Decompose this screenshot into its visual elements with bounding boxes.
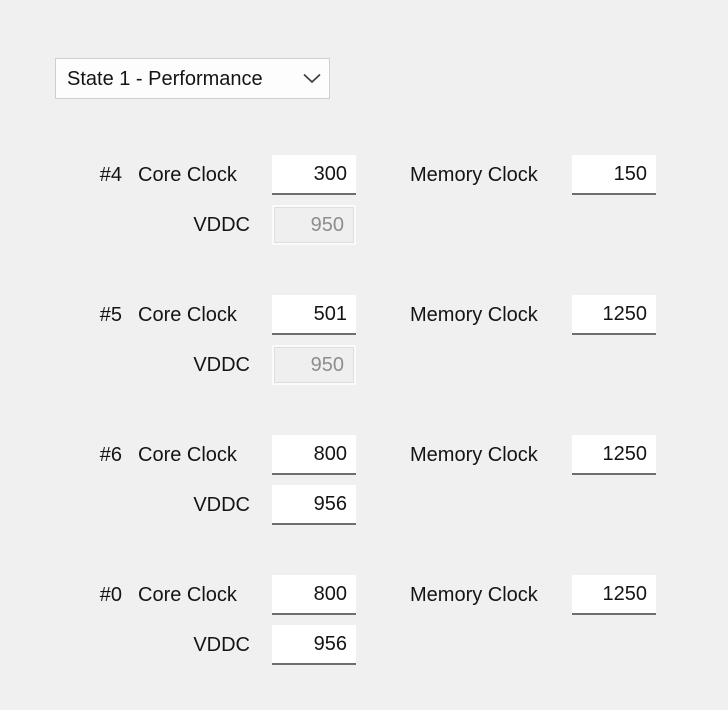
state-row-vddc-line: VDDC	[0, 205, 728, 255]
state-index-label: #6	[99, 444, 122, 466]
core-clock-label: Core Clock	[138, 164, 237, 186]
memory-clock-input[interactable]	[572, 575, 656, 615]
vddc-input[interactable]	[272, 625, 356, 665]
core-clock-input[interactable]	[272, 155, 356, 195]
state-selector-value: State 1 - Performance	[67, 67, 263, 90]
state-index-label: #0	[99, 584, 122, 606]
state-row-vddc-line: VDDC	[0, 345, 728, 395]
core-clock-label: Core Clock	[138, 584, 237, 606]
state-row: #5 Core Clock Memory Clock VDDC	[0, 290, 728, 410]
memory-clock-label: Memory Clock	[410, 164, 538, 186]
state-row-vddc-line: VDDC	[0, 625, 728, 675]
state-selector[interactable]: State 1 - Performance	[55, 58, 330, 99]
vddc-label: VDDC	[193, 634, 250, 656]
vddc-label: VDDC	[193, 214, 250, 236]
memory-clock-label: Memory Clock	[410, 444, 538, 466]
memory-clock-label: Memory Clock	[410, 584, 538, 606]
memory-clock-input[interactable]	[572, 435, 656, 475]
vddc-input	[272, 205, 356, 245]
vddc-input[interactable]	[272, 485, 356, 525]
state-index-label: #4	[99, 164, 122, 186]
memory-clock-input[interactable]	[572, 155, 656, 195]
state-row: #6 Core Clock Memory Clock VDDC	[0, 430, 728, 550]
state-row-core-line: #4 Core Clock Memory Clock	[0, 155, 728, 205]
state-row-core-line: #0 Core Clock Memory Clock	[0, 575, 728, 625]
vddc-label: VDDC	[193, 494, 250, 516]
core-clock-input[interactable]	[272, 575, 356, 615]
vddc-input	[272, 345, 356, 385]
core-clock-label: Core Clock	[138, 304, 237, 326]
core-clock-input[interactable]	[272, 295, 356, 335]
vddc-label: VDDC	[193, 354, 250, 376]
core-clock-label: Core Clock	[138, 444, 237, 466]
chevron-down-icon	[295, 73, 329, 84]
memory-clock-input[interactable]	[572, 295, 656, 335]
state-index-label: #5	[99, 304, 122, 326]
state-row-vddc-line: VDDC	[0, 485, 728, 535]
state-row-core-line: #5 Core Clock Memory Clock	[0, 295, 728, 345]
state-row-core-line: #6 Core Clock Memory Clock	[0, 435, 728, 485]
state-row: #4 Core Clock Memory Clock VDDC	[0, 150, 728, 270]
state-row: #0 Core Clock Memory Clock VDDC	[0, 570, 728, 690]
core-clock-input[interactable]	[272, 435, 356, 475]
memory-clock-label: Memory Clock	[410, 304, 538, 326]
